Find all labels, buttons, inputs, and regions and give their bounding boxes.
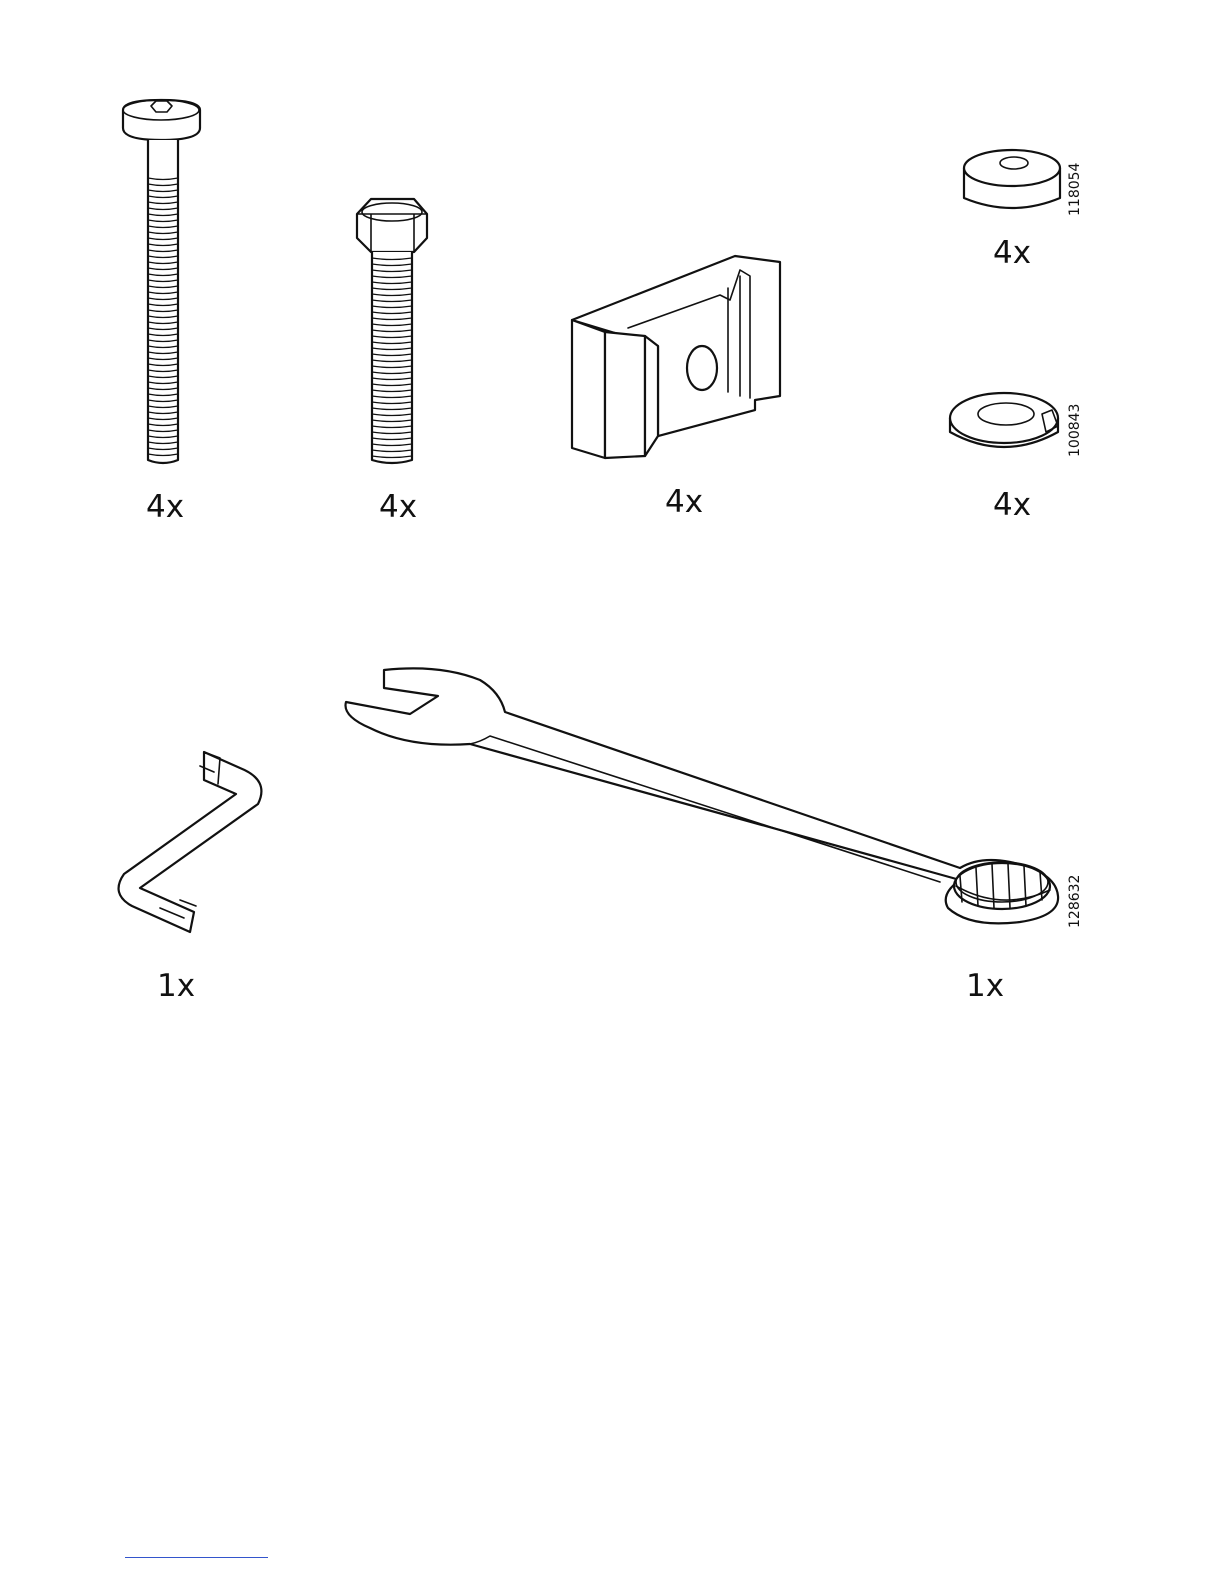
footer-rule xyxy=(125,1557,268,1558)
allen-key-quantity: 1x xyxy=(157,971,195,1002)
spacer-washer-drawing xyxy=(964,150,1060,208)
long-allen-bolt-drawing xyxy=(123,100,200,463)
hex-bolt-quantity: 4x xyxy=(379,492,417,523)
spring-washer-quantity: 4x xyxy=(993,490,1031,521)
spring-washer-drawing xyxy=(950,393,1058,447)
spring-washer-article-number: 100843 xyxy=(1068,404,1082,457)
allen-key-drawing xyxy=(119,752,262,932)
bracket-plate-drawing xyxy=(572,256,780,458)
combination-wrench-drawing xyxy=(346,668,1059,923)
spacer-washer-article-number: 118054 xyxy=(1068,163,1082,216)
long-allen-bolt-quantity: 4x xyxy=(146,492,184,523)
bracket-plate-quantity: 4x xyxy=(665,487,703,518)
combination-wrench-article-number: 128632 xyxy=(1068,875,1082,928)
hex-bolt-drawing xyxy=(357,199,427,463)
combination-wrench-quantity: 1x xyxy=(966,971,1004,1002)
spacer-washer-quantity: 4x xyxy=(993,238,1031,269)
